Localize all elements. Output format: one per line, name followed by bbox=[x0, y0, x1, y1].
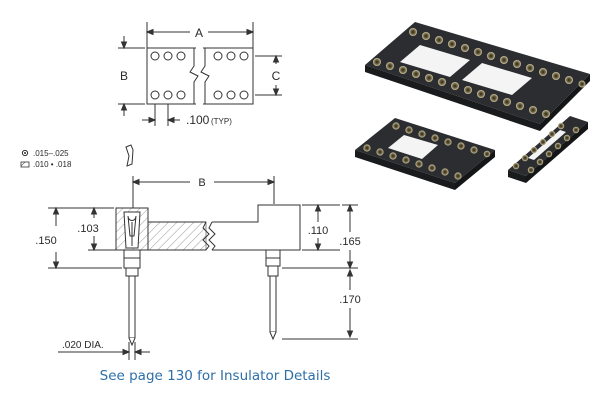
legend bbox=[20, 144, 134, 168]
insulator-details-note: See page 130 for Insulator Details bbox=[99, 368, 331, 384]
pin-holes bbox=[150, 51, 249, 100]
socket-product-photo bbox=[355, 22, 590, 220]
square-contact-icon bbox=[20, 161, 30, 168]
dim-150-label: .150 bbox=[35, 235, 56, 247]
dim-pitch-label: .100 bbox=[186, 113, 210, 127]
small-socket bbox=[508, 116, 588, 192]
dim-pitch-note: (TYP) bbox=[211, 117, 232, 126]
dim-170-label: .170 bbox=[339, 294, 360, 306]
medium-socket bbox=[355, 118, 495, 220]
dim-165-label: .165 bbox=[339, 236, 360, 248]
dim-110-label: .110 bbox=[308, 225, 329, 237]
dim-dia-label: .020 DIA. bbox=[62, 340, 104, 351]
dim-103-label: .103 bbox=[77, 223, 98, 235]
side-view bbox=[48, 176, 358, 360]
large-socket bbox=[365, 22, 590, 158]
top-view bbox=[118, 22, 282, 126]
dim-a-label: A bbox=[195, 26, 203, 40]
side-b-label: B bbox=[198, 177, 205, 189]
round-contact-icon bbox=[21, 149, 29, 157]
contact-profile-icon bbox=[125, 144, 134, 167]
legend-round-range: .015–.025 bbox=[33, 149, 69, 158]
dim-b-label: B bbox=[120, 69, 128, 83]
legend-square-range: .010 • .018 bbox=[33, 160, 72, 169]
dim-c-label: C bbox=[272, 69, 281, 83]
